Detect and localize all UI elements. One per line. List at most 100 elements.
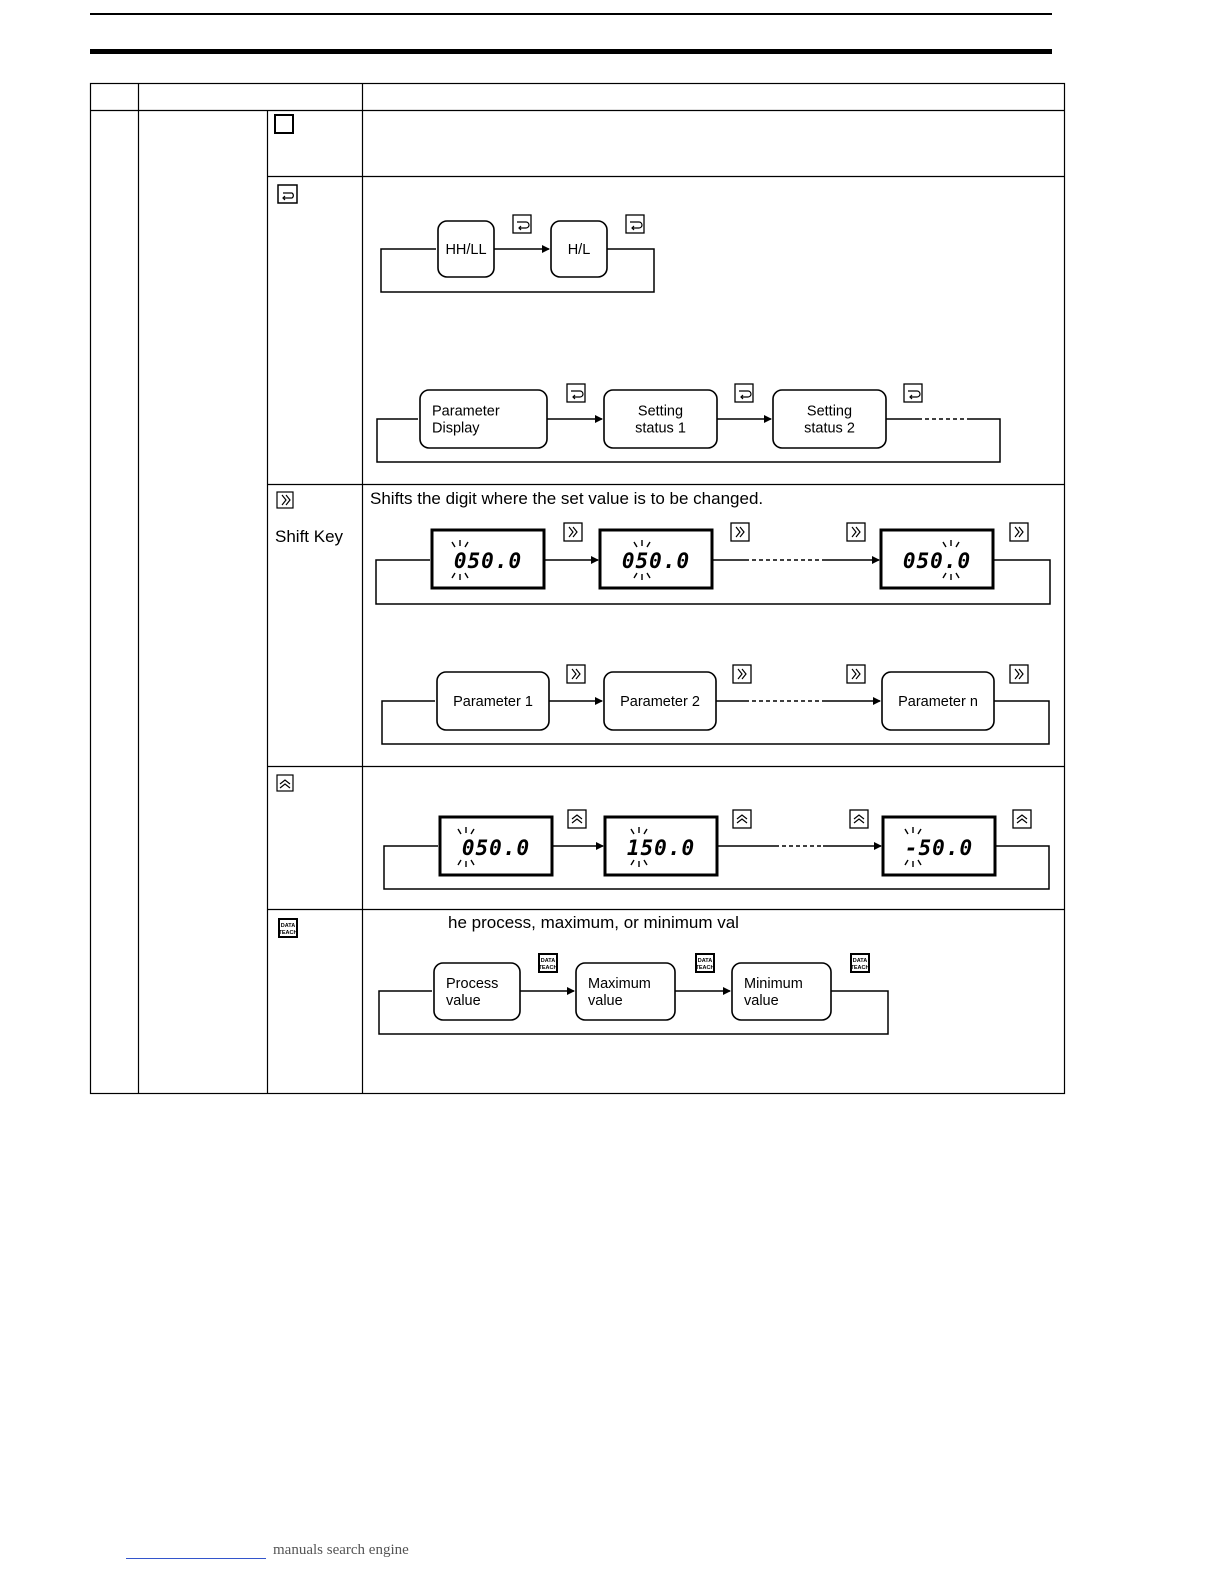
shift-key-glyph [1014,526,1024,538]
lcd-frame [438,815,554,877]
shift-key-glyph [568,526,578,538]
mode-box-setting-status-2-label: Setting [807,404,852,420]
return-loop-line [375,559,1051,605]
shift-key-icon [730,522,750,542]
mode-key-glyph [630,221,643,231]
shift-key-icon [1009,522,1029,542]
up-key-icon [1012,809,1032,829]
up-key-icon [276,774,294,792]
data-teach-key-label-teach: TEACH [696,965,715,971]
shift-key-name: Shift Key [275,527,344,546]
lcd-display: 050.0 [598,528,714,590]
shift-box-parameter-2-label: Parameter 2 [620,694,700,710]
lcd-value: 050.0 [903,549,971,573]
mode-box-setting-status-1-label: status 1 [635,421,686,437]
mode-box-parameter-display-label: Parameter [432,404,500,420]
blink-indicator-icon [451,540,469,580]
mode-key-glyph [908,390,921,400]
data-box-maximum-value-label: Maximum [588,976,651,992]
mode-box-parameter-display-label: Display [432,421,480,437]
data-teach-key-icon: DATA TEACH [278,918,298,938]
shift-key-icon [1009,664,1029,684]
up-key-glyph [1016,814,1028,824]
return-loop-line [380,248,655,293]
shift-key-glyph [571,668,581,680]
up-key-icon [849,809,869,829]
data-teach-label-teach: TEACH [279,930,298,936]
return-loop-line [378,990,889,1035]
mode-box-hhll: HH/LL [437,220,495,278]
up-key-glyph [853,814,865,824]
data-teach-key-label-data: DATA [698,958,712,964]
shift-key-glyph [851,526,861,538]
blink-indicator-icon [457,827,475,867]
table-grid [89,82,1066,1095]
up-key-glyph [571,814,583,824]
mode-box-hl: H/L [550,220,608,278]
up-key-icon [567,809,587,829]
data-teach-key-label-data: DATA [853,958,867,964]
shift-box-parameter-n-label: Parameter n [898,694,978,710]
blink-indicator-icon [942,540,960,580]
data-teach-label-data: DATA [281,923,295,929]
data-box-process-value-label: Process [446,976,498,992]
shift-box-parameter-1-label: Parameter 1 [453,694,533,710]
shift-key-glyph [851,668,861,680]
data-box-minimum-value-label: Minimum [744,976,803,992]
mode-key-icon [566,383,586,403]
shift-box-parameter-2: Parameter 2 [603,671,717,731]
shift-key-icon [276,491,294,509]
lcd-display: 150.0 [603,815,719,877]
shift-key-glyph [735,526,745,538]
data-teach-key-face [540,955,556,971]
lcd-display: -50.0 [881,815,997,877]
mode-key-icon [512,214,532,234]
lcd-frame [881,815,997,877]
mode-box-hhll-label: HH/LL [445,242,486,258]
lcd-value: 050.0 [622,549,690,573]
lcd-frame [603,815,719,877]
mode-box-setting-status-1-label: Setting [638,404,683,420]
data-teach-key-face [697,955,713,971]
enter-key-icon [274,114,294,134]
shift-key-glyph [737,668,747,680]
return-loop-line [381,700,1050,745]
shift-key-glyph [1014,668,1024,680]
data-teach-key-label-data: DATA [541,958,555,964]
mode-key-glyph [739,390,752,400]
lcd-display: 050.0 [879,528,995,590]
lcd-frame [879,528,995,590]
header-rule-thick [90,49,1052,54]
lcd-frame [430,528,546,590]
lcd-display: 050.0 [430,528,546,590]
footer-link-underline[interactable] [126,1558,266,1559]
data-box-minimum-value-label: value [744,993,779,1009]
data-box-process-value-label: value [446,993,481,1009]
lcd-value: 050.0 [462,836,530,860]
mode-key-icon [625,214,645,234]
data-teach-key-face [852,955,868,971]
data-teach-key-label-teach: TEACH [851,965,870,971]
mode-key-glyph [517,221,530,231]
data-teach-key-label-teach: TEACH [539,965,558,971]
lcd-value: 050.0 [454,549,522,573]
shift-box-parameter-1: Parameter 1 [436,671,550,731]
data-box-maximum-value-label: value [588,993,623,1009]
header-rule-thin [90,13,1052,15]
blink-indicator-icon [633,540,651,580]
mode-box-hl-label: H/L [568,242,591,258]
return-loop-line [376,418,1001,463]
mode-box-setting-status-2-label: status 2 [804,421,855,437]
shift-key-icon [846,664,866,684]
shift-key-icon [846,522,866,542]
mode-key-icon [277,184,298,204]
shift-key-icon [732,664,752,684]
